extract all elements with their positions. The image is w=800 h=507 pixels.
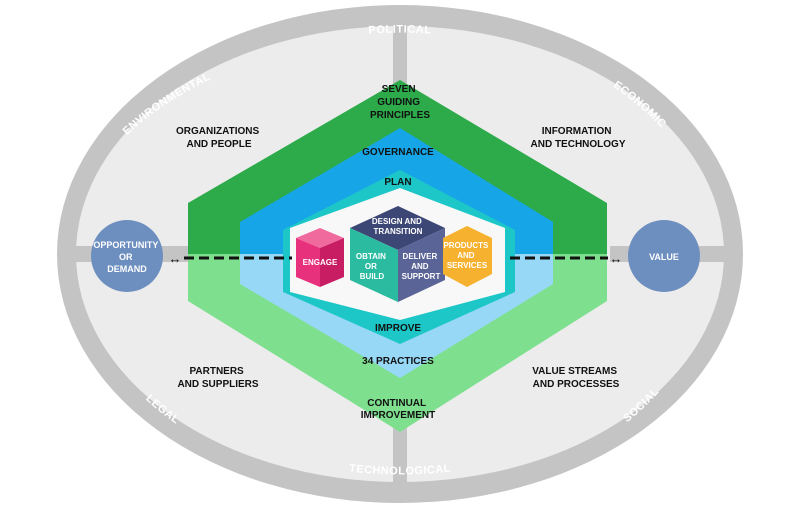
improve-label: IMPROVE (375, 323, 421, 334)
plan-label: PLAN (384, 177, 411, 188)
continual-improvement-label: CONTINUAL IMPROVEMENT (361, 398, 435, 421)
engage-cube-left (296, 238, 320, 287)
opportunity-demand-circle (91, 220, 163, 292)
practices-label: 34 PRACTICES (362, 356, 434, 367)
value-label: VALUE (649, 252, 679, 262)
value-circle (628, 220, 700, 292)
obtain-build-face (350, 228, 398, 302)
information-technology-label: INFORMATION AND TECHNOLOGY (531, 126, 626, 150)
design-transition-face (350, 206, 445, 250)
partners-suppliers-label: PARTNERS AND SUPPLIERS (177, 366, 258, 390)
governance-label: GOVERNANCE (362, 147, 434, 158)
opportunity-demand-label: OPPORTUNITY OR DEMAND (93, 240, 160, 274)
arrow-left-icon: ↔ (169, 251, 182, 266)
principles-label: SEVEN GUIDING PRINCIPLES (370, 84, 430, 121)
political-label: POLITICAL (368, 24, 432, 37)
products-services-hexagon (443, 226, 492, 287)
products-services-label: PRODUCTS AND SERVICES (443, 241, 490, 270)
arrow-right-icon: ↔ (610, 251, 623, 266)
engage-label: ENGAGE (303, 258, 338, 267)
design-transition-label: DESIGN AND TRANSITION (372, 217, 424, 236)
deliver-support-label: DELIVER AND SUPPORT (402, 252, 441, 281)
technological-label: TECHNOLOGICAL (348, 463, 451, 478)
organizations-people-label: ORGANIZATIONS AND PEOPLE (176, 126, 262, 150)
obtain-build-label: OBTAIN OR BUILD (356, 252, 388, 281)
value-streams-processes-label: VALUE STREAMS AND PROCESSES (532, 366, 620, 390)
deliver-support-face (398, 228, 445, 302)
engage-cube-right (320, 238, 344, 287)
